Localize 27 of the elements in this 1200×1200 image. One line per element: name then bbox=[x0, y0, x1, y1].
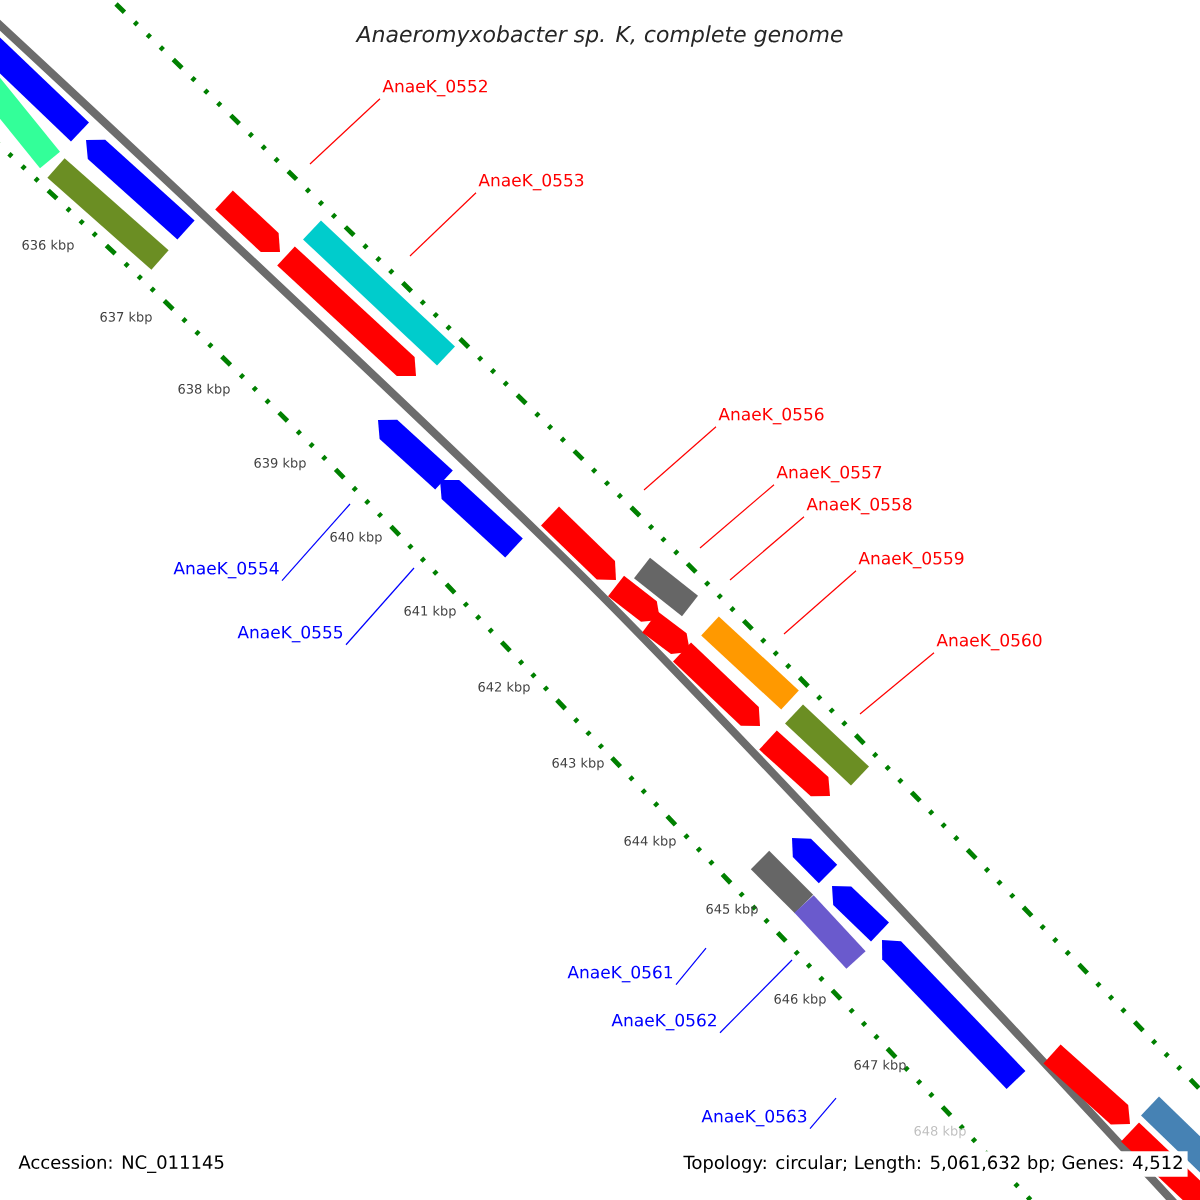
leader-line bbox=[719, 959, 793, 1034]
leader-line bbox=[309, 98, 381, 165]
leader-line bbox=[729, 516, 805, 581]
leader-line bbox=[809, 1097, 837, 1130]
gene-label: AnaeK_0552 bbox=[382, 79, 487, 97]
leader-line bbox=[281, 503, 351, 582]
leader-line bbox=[699, 484, 775, 549]
gene-label: AnaeK_0563 bbox=[701, 1109, 807, 1127]
genome-info-text: Topology: circular; Length: 5,061,632 bp; Genes: 4,512 bbox=[679, 1151, 1188, 1177]
gene-label: AnaeK_0561 bbox=[567, 965, 673, 983]
gene-label: AnaeK_0557 bbox=[776, 465, 882, 483]
title: Anaeromyxobacter sp. K, complete genome bbox=[355, 25, 843, 47]
gene-label: AnaeK_0559 bbox=[858, 551, 964, 569]
leader-line bbox=[859, 652, 935, 715]
leader-line bbox=[409, 192, 477, 257]
accession-text: Accession: NC_011145 bbox=[18, 1155, 224, 1173]
leader-line bbox=[675, 947, 707, 986]
gene-label: AnaeK_0560 bbox=[936, 633, 1042, 651]
gene-label: AnaeK_0553 bbox=[478, 173, 584, 191]
leader-line bbox=[345, 567, 415, 646]
gene-label: AnaeK_0556 bbox=[718, 407, 824, 425]
leader-line bbox=[783, 570, 857, 635]
gene-label: AnaeK_0554 bbox=[173, 561, 279, 579]
leader-line bbox=[643, 426, 717, 491]
gene-label: AnaeK_0558 bbox=[806, 497, 912, 515]
gene-label: AnaeK_0555 bbox=[237, 625, 343, 643]
gene-label: AnaeK_0562 bbox=[611, 1013, 716, 1031]
